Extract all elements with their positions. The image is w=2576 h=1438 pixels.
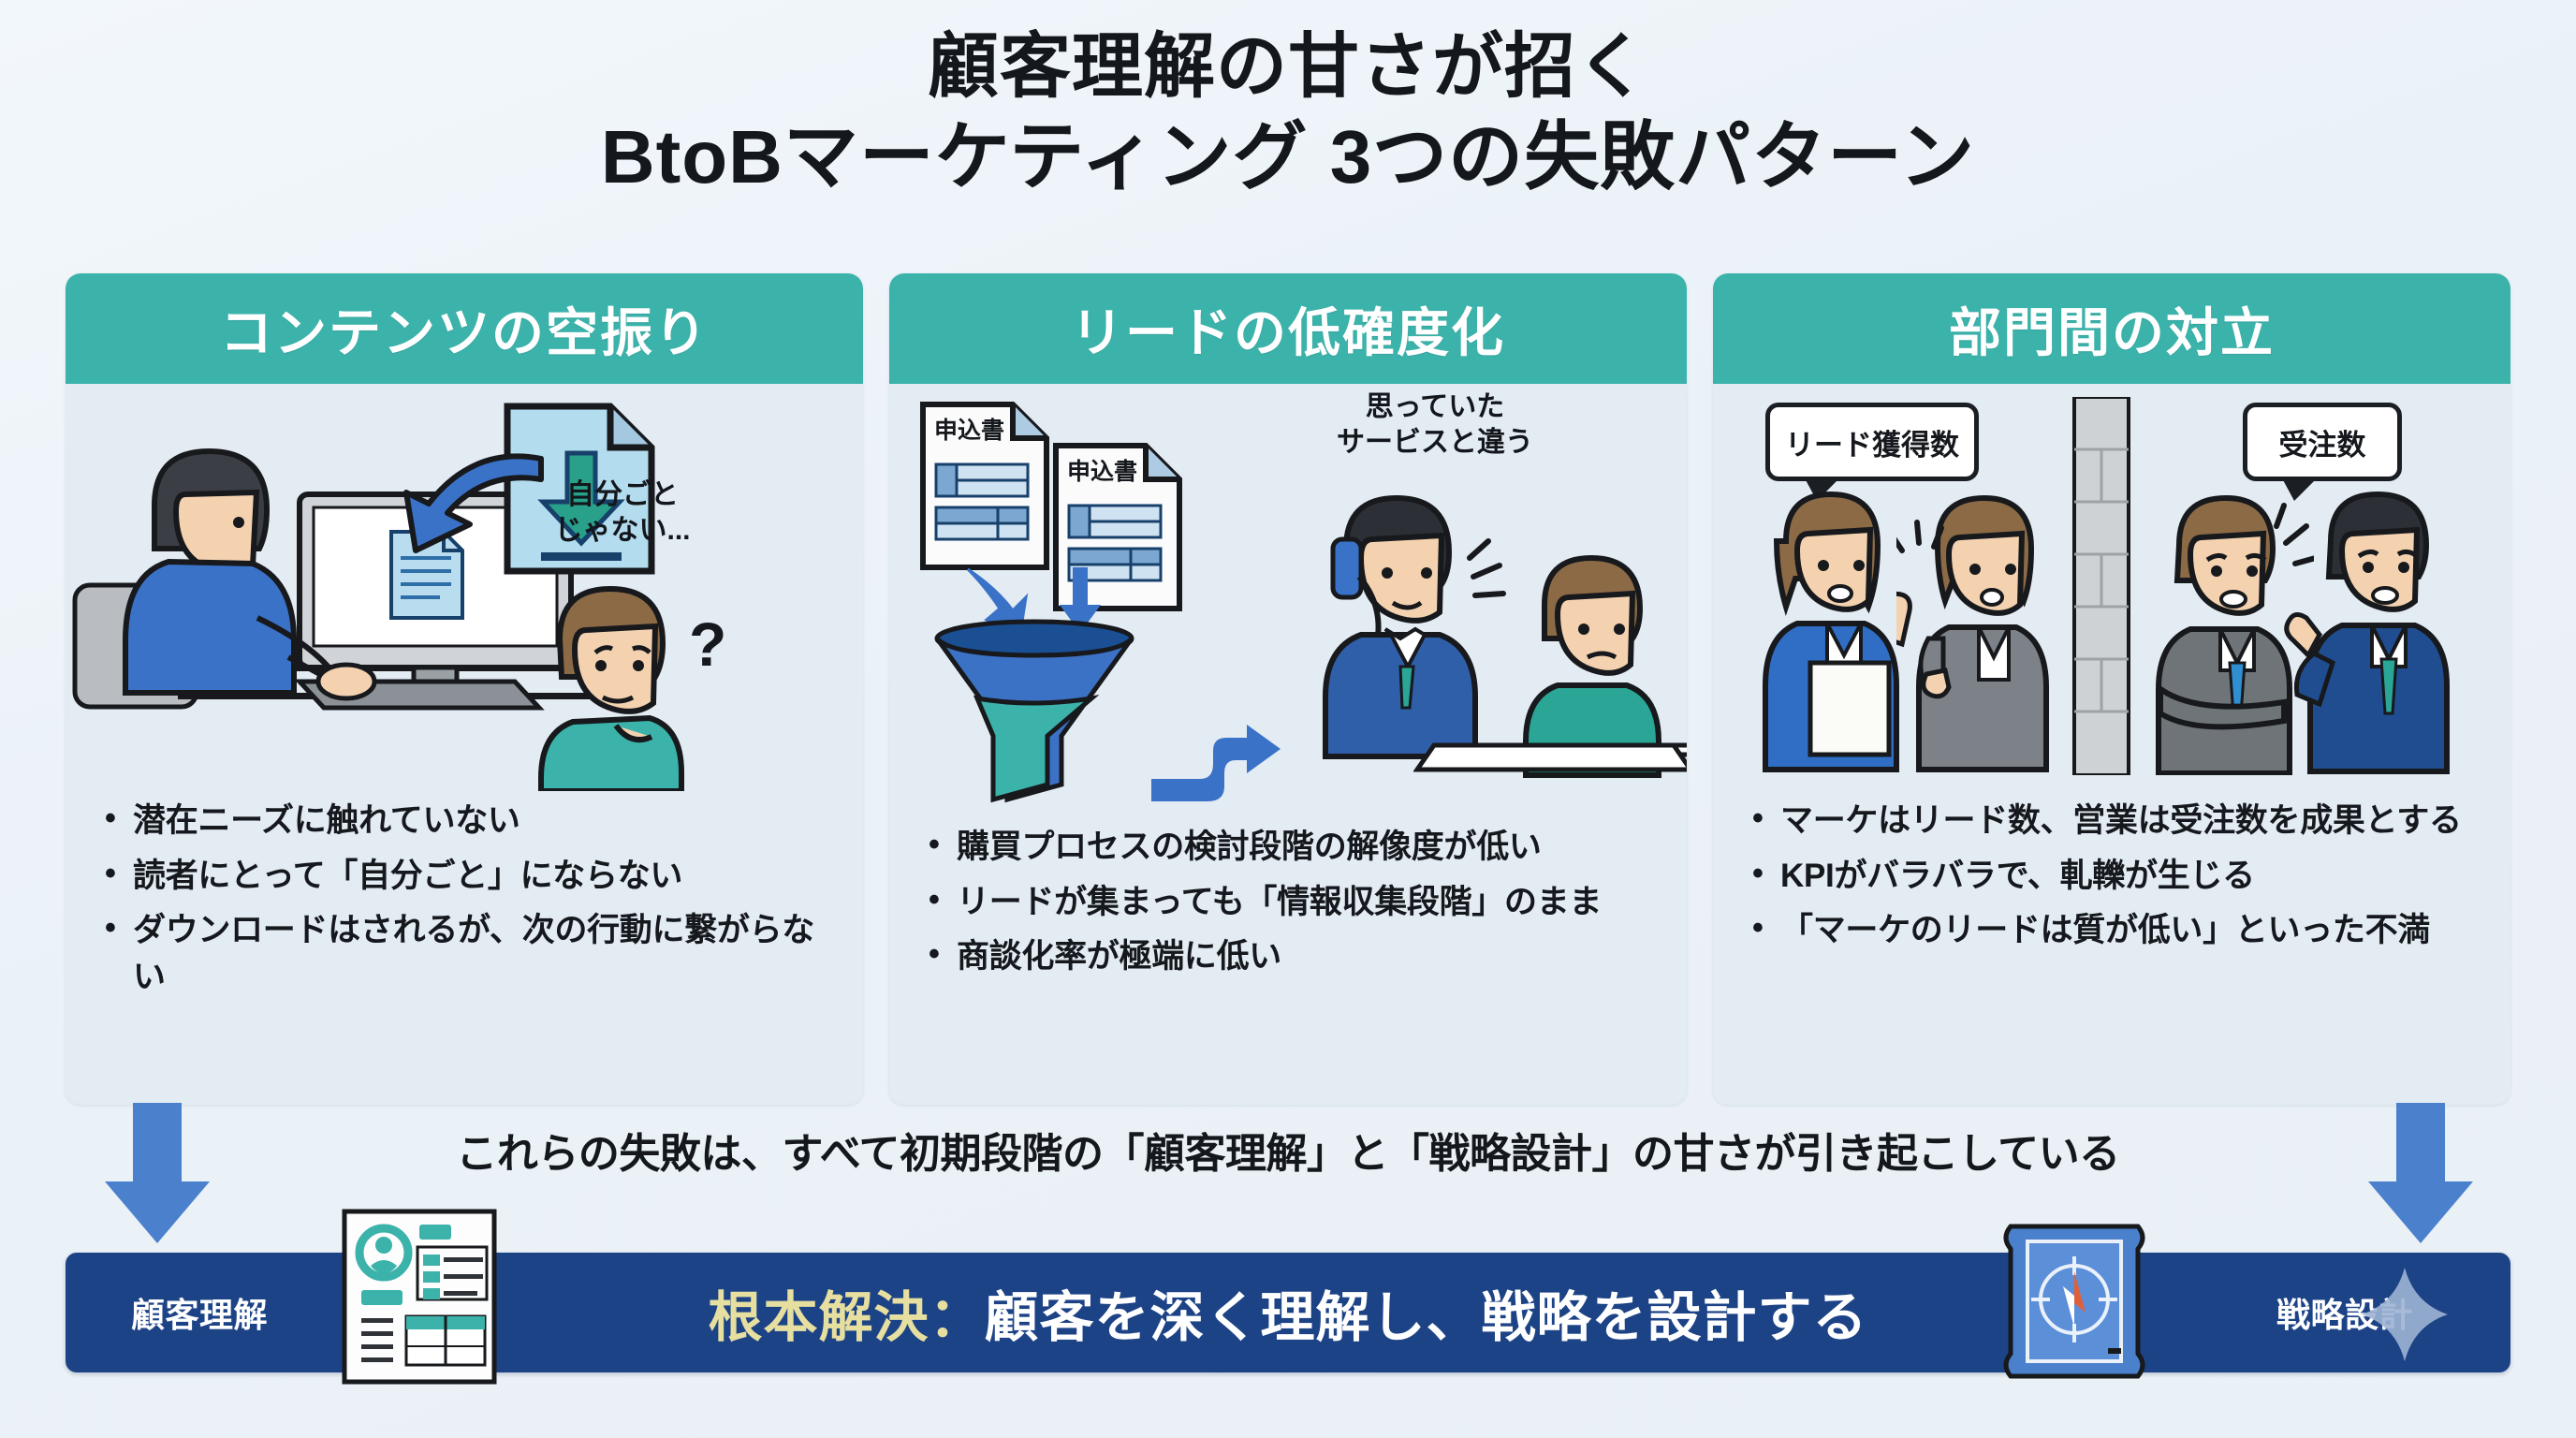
list-item: 「マーケのリードは質が低い」といった不満 bbox=[1749, 905, 2479, 954]
card-header-2: リードの低確度化 bbox=[889, 273, 1687, 384]
card-bullets-1: 潜在ニーズに触れていない 読者にとって「自分ごと」にならない ダウンロードはされ… bbox=[66, 786, 863, 1105]
thought-line-1a: 自分ごと じゃない... bbox=[554, 479, 691, 546]
banner-main-gold: 根本解決： bbox=[708, 1287, 985, 1348]
list-item: マーケはリード数、営業は受注数を成果とする bbox=[1749, 796, 2479, 844]
card-illustration-1: 自分ごと じゃない... ? bbox=[66, 384, 863, 791]
sparkle-icon bbox=[2362, 1268, 2448, 1361]
card-content-miss: コンテンツの空振り bbox=[66, 273, 863, 1105]
s-arrow-icon bbox=[1151, 725, 1281, 801]
list-item: リードが集まっても「情報収集段階」のまま bbox=[925, 877, 1655, 926]
card-header-label-3: 部門間の対立 bbox=[1949, 302, 2275, 362]
application-form-icon bbox=[1053, 443, 1182, 611]
speech-bubble-label-right: 受注数 bbox=[2278, 428, 2366, 462]
speech-bubble-icon: リード獲得数 bbox=[1765, 403, 1979, 501]
down-arrow-icon bbox=[105, 1103, 210, 1243]
funnel-icon bbox=[934, 619, 1134, 803]
list-item: 潜在ニーズに触れていない bbox=[101, 796, 831, 844]
desk-icon bbox=[1413, 742, 1687, 772]
card-bullets-2: 購買プロセスの検討段階の解像度が低い リードが集まっても「情報収集段階」のまま … bbox=[889, 822, 1687, 1105]
thinking-person-icon: ? bbox=[538, 585, 726, 791]
card-illustration-3: リード獲得数 受注数 bbox=[1713, 384, 2510, 786]
person-at-computer-icon bbox=[72, 448, 599, 711]
download-document-icon bbox=[504, 403, 655, 575]
marketing-team-icon bbox=[1763, 491, 1899, 772]
banner-left-label: 顧客理解 bbox=[130, 1296, 268, 1334]
card-low-quality-leads: リードの低確度化 申込書 bbox=[889, 273, 1687, 1105]
summary-row: これらの失敗は、すべて初期段階の「顧客理解」と「戦略設計」の甘さが引き起こしてい… bbox=[0, 1107, 2576, 1219]
sales-team-icon bbox=[2156, 494, 2314, 775]
marketing-team-icon bbox=[1896, 494, 2049, 772]
persona-sheet-icon bbox=[342, 1209, 497, 1385]
card-header-3: 部門間の対立 bbox=[1713, 273, 2510, 384]
question-mark-label: ? bbox=[689, 609, 726, 679]
card-header-label-1: コンテンツの空振り bbox=[220, 302, 709, 362]
down-arrow-icon bbox=[966, 567, 1101, 636]
thought-text-2: 思っていた サービスと違う bbox=[1299, 389, 1571, 461]
down-arrow-icon bbox=[2368, 1103, 2473, 1243]
list-item: 購買プロセスの検討段階の解像度が低い bbox=[925, 822, 1655, 871]
card-header-label-2: リードの低確度化 bbox=[1071, 302, 1505, 362]
banner-main-text: 根本解決：顧客を深く理解し、戦略を設計する bbox=[477, 1273, 2099, 1352]
card-department-conflict: 部門間の対立 リード獲得数 受注数 bbox=[1713, 273, 2510, 1105]
summary-text: これらの失敗は、すべて初期段階の「顧客理解」と「戦略設計」の甘さが引き起こしてい… bbox=[456, 1131, 2120, 1177]
thought-line-2a: 思っていた サービスと違う bbox=[1337, 391, 1533, 458]
sales-team-icon bbox=[2284, 491, 2450, 774]
speech-bubble-icon: 受注数 bbox=[2243, 403, 2402, 501]
list-item: 商談化率が極端に低い bbox=[925, 932, 1655, 980]
brick-wall-icon bbox=[2072, 397, 2130, 775]
list-item: ダウンロードはされるが、次の行動に繋がらない bbox=[101, 905, 831, 1000]
application-form-icon bbox=[920, 402, 1049, 570]
card-bullets-3: マーケはリード数、営業は受注数を成果とする KPIがバラバラで、軋轢が生じる 「… bbox=[1713, 786, 2510, 1105]
thought-text-1: 自分ごと じゃない... bbox=[505, 477, 739, 549]
banner-main-white: 顧客を深く理解し、戦略を設計する bbox=[984, 1287, 1868, 1348]
card-header-1: コンテンツの空振り bbox=[66, 273, 863, 384]
title-line-1: 顧客理解の甘さが招く bbox=[928, 27, 1648, 107]
list-item: KPIがバラバラで、軋轢が生じる bbox=[1749, 851, 2479, 900]
speech-bubble-label-left: リード獲得数 bbox=[1785, 428, 1959, 462]
banner-left-label-wrap: 顧客理解 bbox=[66, 1288, 281, 1337]
title-line-2: BtoBマーケティング 3つの失敗パターン bbox=[600, 114, 1976, 198]
failure-pattern-cards: コンテンツの空振り bbox=[66, 273, 2510, 1105]
curved-arrow-icon bbox=[403, 453, 544, 553]
form-label-1: 申込書 bbox=[934, 418, 1005, 444]
blueprint-compass-icon bbox=[2003, 1224, 2145, 1379]
card-illustration-2: 申込書 申込書 bbox=[889, 384, 1687, 824]
page-title: 顧客理解の甘さが招く BtoBマーケティング 3つの失敗パターン bbox=[0, 24, 2576, 202]
form-label-2: 申込書 bbox=[1067, 459, 1138, 485]
phone-call-person-icon bbox=[1323, 494, 1506, 759]
list-item: 読者にとって「自分ごと」にならない bbox=[101, 851, 831, 900]
